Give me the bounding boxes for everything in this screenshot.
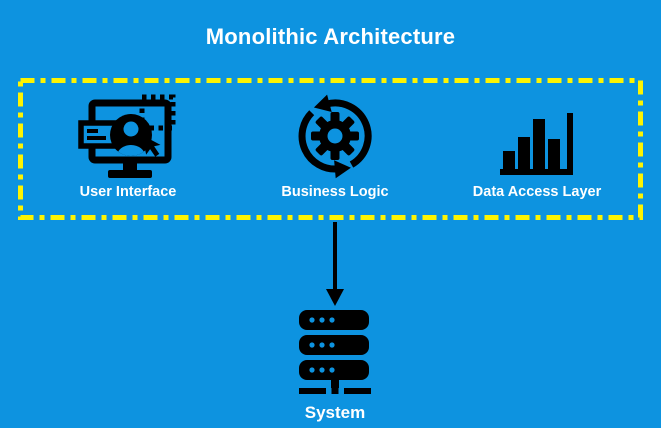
data-access-icon-wrap	[437, 92, 637, 180]
component-data-access-layer: Data Access Layer	[437, 92, 637, 202]
server-stack-icon	[299, 310, 371, 394]
component-user-interface: User Interface	[28, 92, 228, 202]
user-interface-icon-wrap	[28, 92, 228, 180]
component-label-user-interface: User Interface	[79, 184, 177, 200]
component-label-data-access-layer: Data Access Layer	[472, 184, 602, 200]
business-logic-icon-wrap	[235, 92, 435, 180]
arrowhead	[326, 289, 344, 306]
component-label-business-logic: Business Logic	[281, 184, 389, 200]
bar-chart-icon	[500, 113, 573, 175]
monitor-user-icon	[77, 94, 175, 178]
diagram-title: Monolithic Architecture	[205, 24, 456, 49]
system-label: System	[304, 403, 366, 422]
system-block: System	[235, 310, 435, 423]
component-business-logic: Business Logic	[235, 92, 435, 202]
arrow-down-connector	[326, 222, 344, 306]
cursor-icon	[141, 135, 160, 157]
gear-sync-icon	[298, 94, 372, 179]
boundary-dashed-rect	[18, 78, 643, 220]
